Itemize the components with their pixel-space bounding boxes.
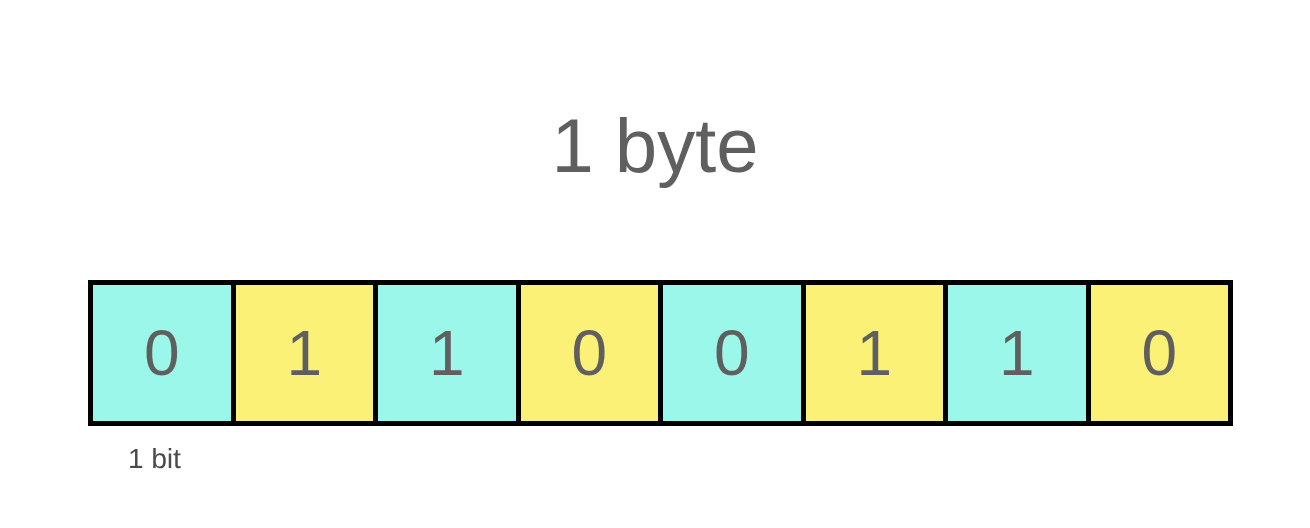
bit-cell: 0: [93, 285, 231, 421]
bit-cell: 1: [943, 285, 1086, 421]
bit-cell: 0: [515, 285, 658, 421]
bit-caption: 1 bit: [128, 443, 181, 474]
bit-cell: 1: [230, 285, 373, 421]
bit-cell: 1: [800, 285, 943, 421]
bit-cell: 0: [1085, 285, 1228, 421]
diagram-title: 1 byte: [551, 104, 759, 189]
bit-cell: 1: [373, 285, 516, 421]
bit-cell: 0: [658, 285, 801, 421]
